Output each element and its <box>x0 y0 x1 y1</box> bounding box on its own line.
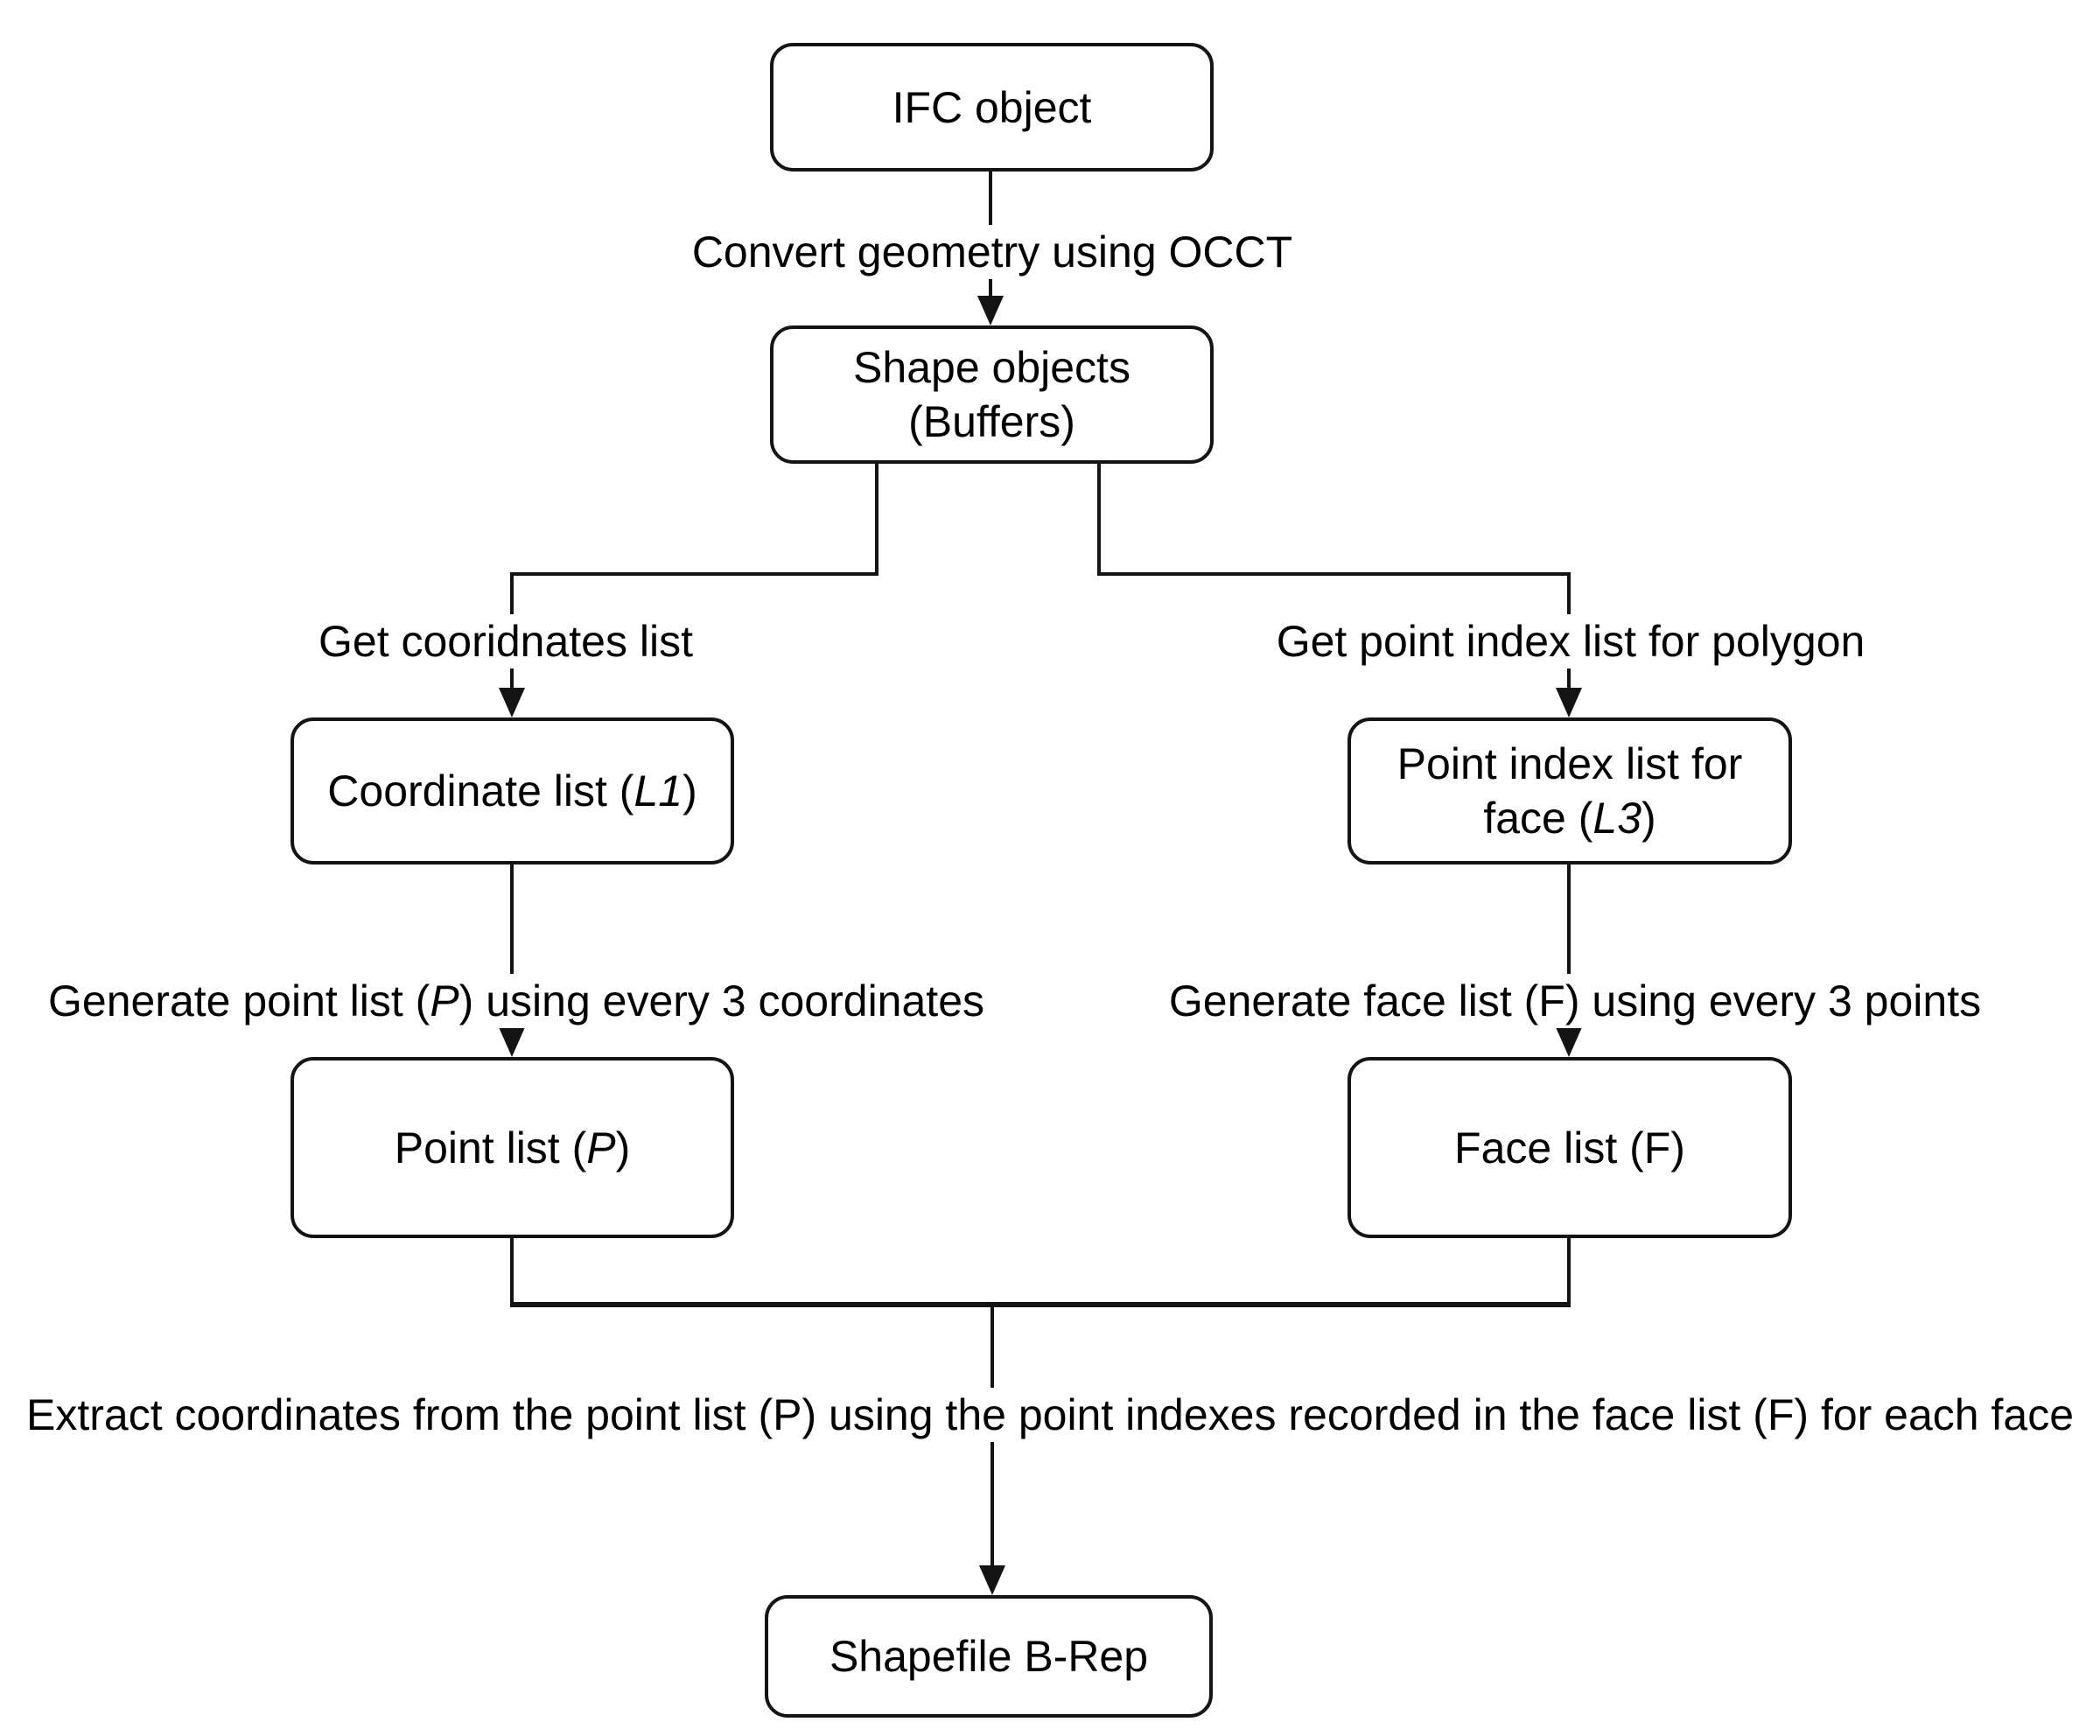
arrowhead-into-point-list-icon <box>499 1027 525 1057</box>
node-shapefile-brep-label: Shapefile B-Rep <box>829 1632 1149 1681</box>
edge-shape-left-horizontal-line <box>510 572 878 576</box>
node-ifc-object: IFC object <box>770 43 1214 172</box>
node-shape-objects-label-line1: Shape objects <box>853 343 1130 392</box>
node-shape-objects: Shape objects (Buffers) <box>770 326 1214 464</box>
edge-shape-right-horizontal-line <box>1097 572 1571 576</box>
node-point-index-list-label-line1: Point index list for <box>1396 739 1743 788</box>
arrowhead-into-point-index-list-icon <box>1556 688 1582 718</box>
edge-label-generate-point-list: Generate point list (P) using every 3 co… <box>40 974 992 1028</box>
node-coordinate-list-label: Coordinate list (L1) <box>327 766 697 816</box>
node-point-list-label: Point list (P) <box>394 1123 631 1172</box>
node-point-list: Point list (P) <box>290 1057 734 1238</box>
edge-merge-horizontal-line <box>510 1302 1571 1307</box>
arrowhead-into-shapefile-icon <box>979 1565 1005 1595</box>
node-face-list-label: Face list (F) <box>1454 1123 1685 1172</box>
edge-face-list-merge-drop-line <box>1567 1238 1571 1306</box>
edge-label-generate-face-list: Generate face list (F) using every 3 poi… <box>1161 974 1989 1028</box>
arrowhead-into-coordinate-list-icon <box>499 688 525 718</box>
node-face-list: Face list (F) <box>1348 1057 1792 1238</box>
edge-point-list-merge-drop-line <box>510 1238 514 1306</box>
edge-label-convert-geometry: Convert geometry using OCCT <box>684 225 1300 279</box>
node-shapefile-brep: Shapefile B-Rep <box>765 1595 1213 1718</box>
edge-label-get-point-index: Get point index list for polygon <box>1269 614 1872 668</box>
edge-to-point-list-line <box>510 864 514 1029</box>
edge-shape-right-drop-line <box>1097 464 1101 576</box>
node-shape-objects-label-line2: (Buffers) <box>908 397 1075 446</box>
edge-label-get-coordinates: Get cooridnates list <box>312 614 700 668</box>
edge-label-extract-coordinates: Extract coordinates from the point list … <box>18 1388 2082 1442</box>
edge-to-face-list-line <box>1567 864 1571 1029</box>
edge-shape-left-drop-line <box>875 464 878 576</box>
node-point-index-list: Point index list for face (L3) <box>1348 718 1792 864</box>
node-coordinate-list: Coordinate list (L1) <box>290 718 734 864</box>
arrowhead-into-shape-objects-icon <box>977 296 1004 326</box>
node-ifc-object-label: IFC object <box>892 82 1092 132</box>
node-point-index-list-label-line2: face (L3) <box>1483 794 1656 843</box>
arrowhead-into-face-list-icon <box>1556 1027 1582 1057</box>
